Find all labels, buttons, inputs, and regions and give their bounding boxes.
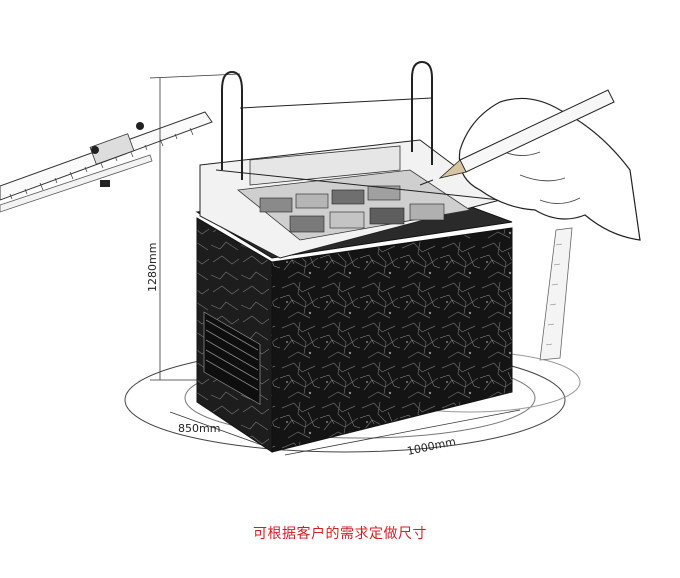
cabinet-front-face (271, 227, 513, 453)
drawing-hand (458, 97, 641, 241)
depth-dimension-label: 850mm (178, 422, 220, 435)
depth-dimension-line (169, 411, 271, 449)
pencil (419, 89, 615, 186)
height-dimension-label: 1280mm (146, 243, 159, 292)
side-vent-grille (203, 311, 261, 405)
back-panel (249, 145, 401, 186)
frame-rails (215, 60, 501, 201)
caption-text: 可根据客户的需求定做尺寸 (253, 526, 427, 542)
left-ruler (0, 111, 213, 213)
width-dimension-line (284, 409, 521, 456)
width-dimension-label: 1000mm (406, 435, 457, 458)
right-ruler (539, 227, 573, 361)
food-trays (237, 169, 472, 241)
